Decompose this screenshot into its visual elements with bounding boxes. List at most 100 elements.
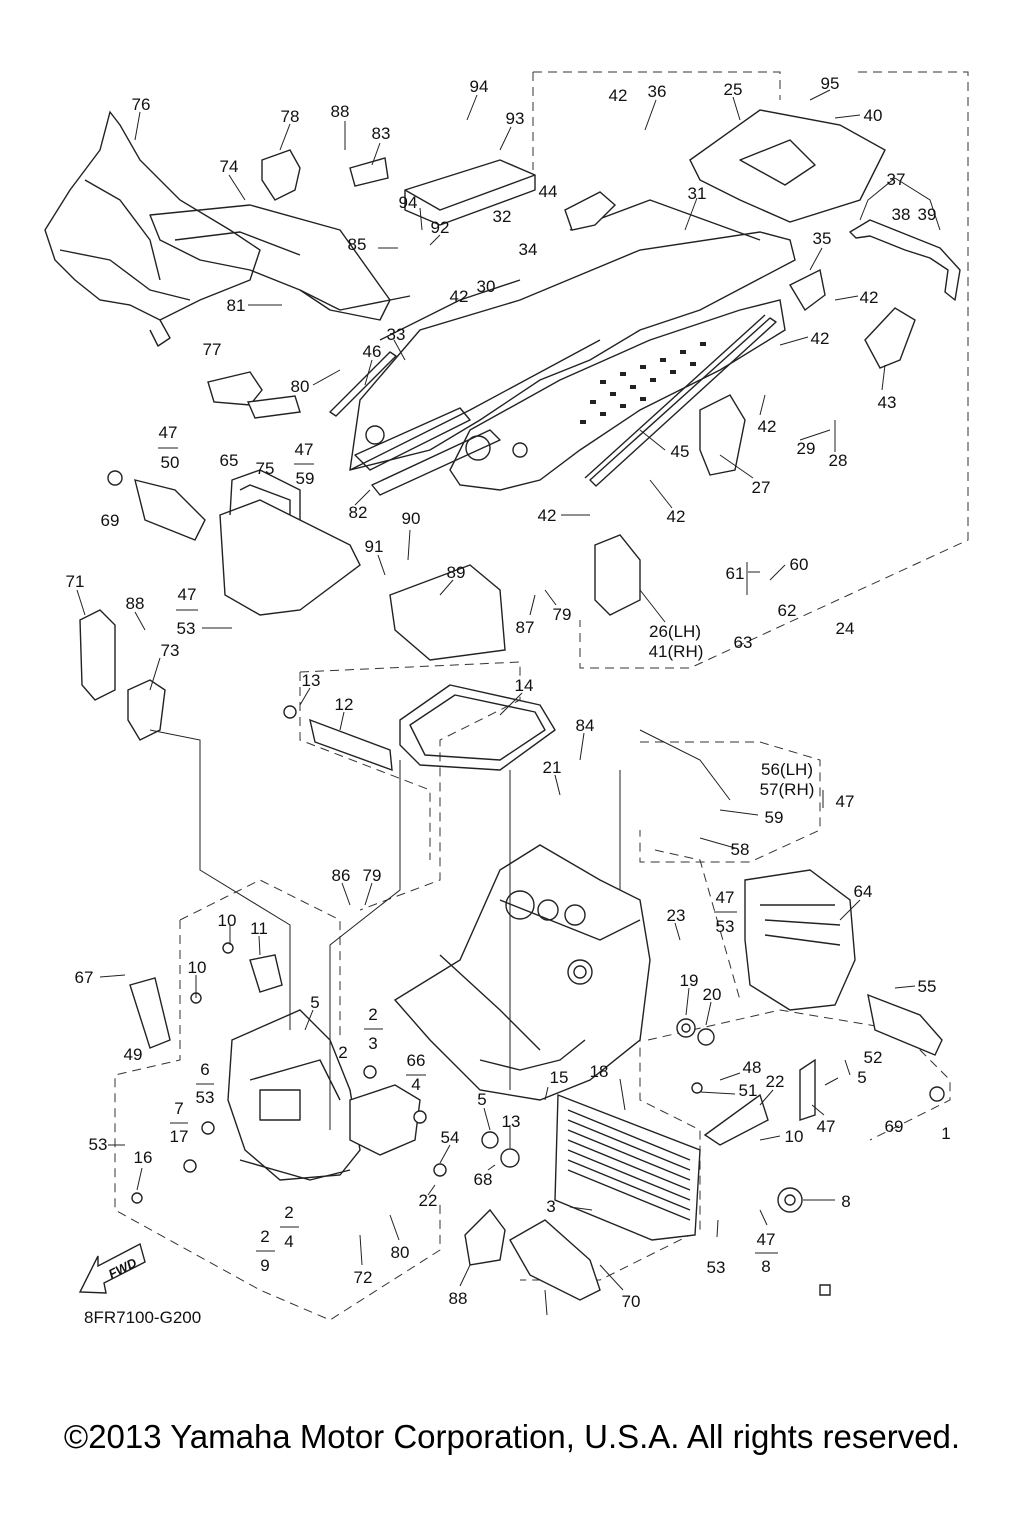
callout-53: 10 [785, 1127, 804, 1146]
callout-24: 24 [836, 619, 855, 638]
slide-rails [329, 314, 777, 487]
callout-71: 71 [66, 572, 85, 591]
callout-82: 82 [349, 503, 368, 522]
callout-61: 61 [726, 564, 745, 583]
rear-seat-bracket [564, 109, 961, 369]
tunnel-vent-holes [580, 342, 706, 424]
callout-64: 64 [854, 882, 873, 901]
bracket-12-part [283, 705, 393, 772]
callout-85: 85 [348, 235, 367, 254]
callout-13: 13 [302, 671, 321, 690]
callout-18: 5 [477, 1090, 486, 1109]
callout-49: 52 [864, 1048, 883, 1067]
callout-88: 88 [331, 102, 350, 121]
callout-67: 67 [75, 968, 94, 987]
callout-5: 6 [200, 1060, 209, 1079]
callout-2: 2 [338, 1043, 347, 1062]
callout-13: 54 [441, 1128, 460, 1147]
callout-45: 45 [671, 442, 690, 461]
callout-65: 65 [220, 451, 239, 470]
callout-57-rh: 57(RH) [760, 780, 815, 799]
callout-27: 27 [752, 478, 771, 497]
callout-37: 37 [887, 170, 906, 189]
callout-47: 47 [716, 888, 735, 907]
callout-32: 32 [493, 207, 512, 226]
callout-2: 66 [407, 1051, 426, 1070]
callout-34: 34 [519, 240, 538, 259]
callout-66: 49 [124, 1045, 143, 1064]
callout-53: 53 [177, 619, 196, 638]
callout-59: 59 [765, 808, 784, 827]
callout-88: 70 [622, 1292, 641, 1311]
covers-89-14 [389, 564, 556, 771]
callout-47: 47 [159, 423, 178, 442]
callout-12: 12 [335, 695, 354, 714]
callout-8: 22 [419, 1191, 438, 1210]
callout-90: 90 [402, 509, 421, 528]
callout-69: 69 [101, 511, 120, 530]
windshield-nose-part [44, 110, 411, 347]
callout-89: 89 [447, 563, 466, 582]
callout-10: 10 [188, 958, 207, 977]
callout-30: 30 [477, 277, 496, 296]
callout-10: 10 [218, 911, 237, 930]
callout-29: 29 [797, 439, 816, 458]
guards-71-73 [79, 609, 166, 741]
callout-7: 17 [170, 1127, 189, 1146]
callout-35: 35 [813, 229, 832, 248]
callout-47: 47 [295, 440, 314, 459]
callout-84: 84 [576, 716, 595, 735]
callout-17: 13 [502, 1112, 521, 1131]
callout-36: 36 [648, 82, 667, 101]
callout-21: 21 [543, 758, 562, 777]
callout-75: 75 [256, 459, 275, 478]
callout-74: 74 [220, 157, 239, 176]
callout-2: 2 [368, 1005, 377, 1024]
callout-44: 44 [539, 182, 558, 201]
callout-77: 77 [203, 340, 222, 359]
callout-41-rh: 41(RH) [649, 642, 704, 661]
callout-53: 47 [757, 1230, 776, 1249]
callout-80: 80 [291, 377, 310, 396]
callout-2: 4 [284, 1232, 293, 1251]
callout-9: 80 [391, 1243, 410, 1262]
callout-95: 95 [821, 74, 840, 93]
callout-51: 22 [766, 1072, 785, 1091]
callout-38: 38 [892, 205, 911, 224]
callout-94: 94 [399, 193, 418, 212]
diagram-code: 8FR7100-G200 [84, 1308, 201, 1327]
callout-10: 16 [134, 1148, 153, 1167]
callout-83: 83 [372, 124, 391, 143]
fwd-arrow-icon: FWD [78, 1242, 146, 1294]
callout-16: 68 [474, 1170, 493, 1189]
callout-42: 42 [538, 506, 557, 525]
callout-58: 58 [731, 840, 750, 859]
callout-48: 51 [739, 1081, 758, 1100]
lower-components [464, 993, 943, 1301]
front-suspension-frame-part [129, 954, 421, 1181]
callout-93: 93 [506, 109, 525, 128]
callout-92: 92 [431, 218, 450, 237]
copyright-notice: ©2013 Yamaha Motor Corporation, U.S.A. A… [63, 1418, 961, 1455]
callout-42: 42 [667, 507, 686, 526]
group-boundaries [114, 71, 969, 1321]
leader-lines [76, 89, 941, 1316]
callout-42: 42 [758, 417, 777, 436]
callout-2: 9 [260, 1256, 269, 1275]
callout-53: 48 [743, 1058, 762, 1077]
callout-87: 87 [516, 618, 535, 637]
callout-94: 94 [470, 77, 489, 96]
callout-88: 88 [126, 594, 145, 613]
callout-22: 3 [546, 1197, 555, 1216]
callout-72: 88 [449, 1289, 468, 1308]
callout-15: 18 [590, 1062, 609, 1081]
callout-50: 50 [161, 453, 180, 472]
bushings-nuts [131, 942, 945, 1204]
callout-42: 42 [450, 287, 469, 306]
callout-28: 28 [829, 451, 848, 470]
callout-54: 47 [817, 1117, 836, 1136]
callout-76: 76 [132, 95, 151, 114]
callout-68: 8 [841, 1192, 850, 1211]
callout-5: 5 [310, 993, 319, 1012]
callout-60: 60 [790, 555, 809, 574]
